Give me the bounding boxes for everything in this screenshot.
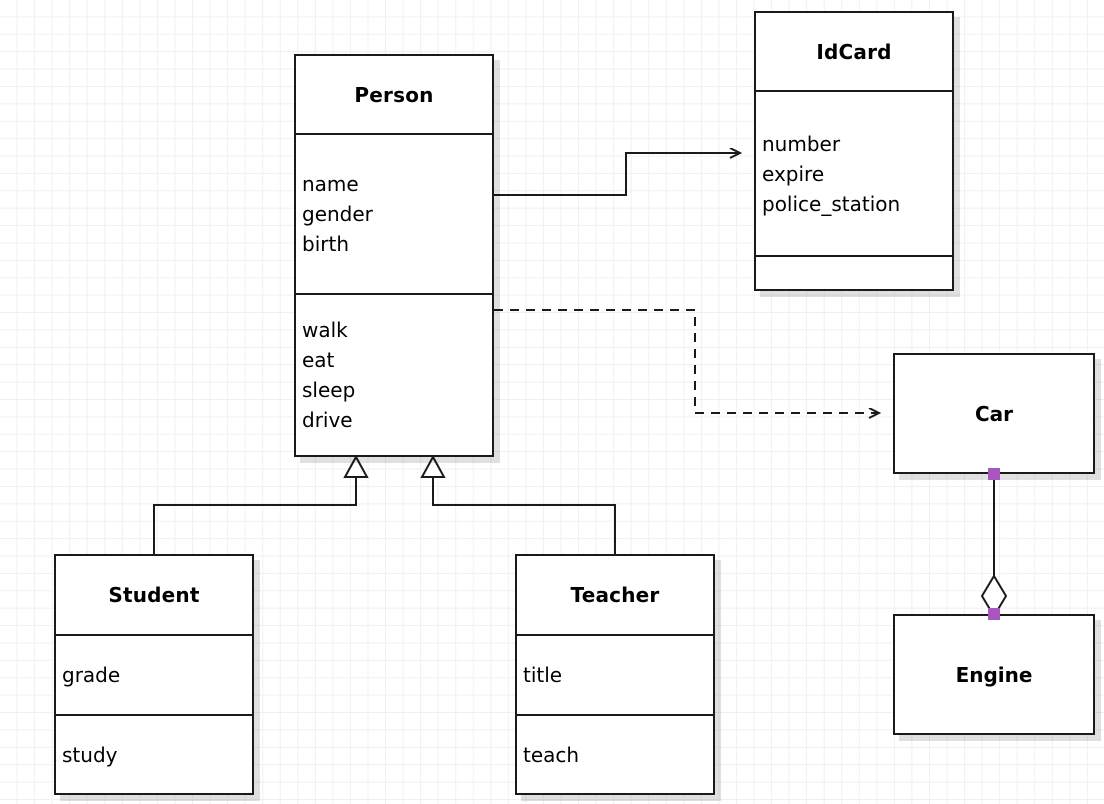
class-box-person[interactable]: Person name gender birth walk eat sleep …: [294, 54, 494, 457]
class-box-car[interactable]: Car: [893, 353, 1095, 474]
class-title-teacher: Teacher: [570, 583, 660, 607]
method-item: sleep: [302, 378, 356, 402]
attribute-item: police_station: [762, 191, 901, 216]
method-item: drive: [302, 408, 353, 432]
selection-handle-car-end[interactable]: [988, 468, 1000, 480]
attribute-item: title: [523, 663, 563, 687]
class-title-person: Person: [354, 82, 434, 107]
class-methods-person: walk eat sleep drive: [296, 293, 492, 455]
edge-car-engine[interactable]: [980, 474, 1008, 618]
class-attributes-person: name gender birth: [296, 133, 492, 293]
attribute-item: name: [302, 172, 359, 196]
class-box-idcard[interactable]: IdCard number expire police_station: [754, 11, 954, 291]
method-item: teach: [523, 742, 580, 767]
method-item: eat: [302, 348, 335, 372]
class-box-student[interactable]: Student grade study: [54, 554, 254, 795]
class-methods-teacher: teach: [517, 714, 713, 793]
class-attributes-idcard: number expire police_station: [756, 90, 952, 255]
attribute-item: expire: [762, 161, 825, 186]
class-box-engine[interactable]: Engine: [893, 614, 1095, 735]
method-item: walk: [302, 318, 348, 342]
attribute-item: number: [762, 131, 841, 156]
class-title-student: Student: [108, 583, 200, 607]
attribute-item: gender: [302, 202, 373, 226]
method-item: study: [62, 742, 118, 767]
edge-teacher-person[interactable]: [420, 454, 616, 554]
edge-person-idcard[interactable]: [494, 153, 740, 196]
class-methods-idcard: [756, 255, 952, 289]
attribute-item: grade: [62, 663, 121, 687]
edge-student-person[interactable]: [153, 454, 369, 554]
class-box-teacher[interactable]: Teacher title teach: [515, 554, 715, 795]
edge-person-car[interactable]: [494, 309, 879, 413]
class-attributes-student: grade: [56, 634, 252, 714]
class-methods-student: study: [56, 714, 252, 793]
class-attributes-teacher: title: [517, 634, 713, 714]
class-title-car: Car: [974, 401, 1014, 426]
class-title-idcard: IdCard: [816, 39, 892, 64]
selection-handle-engine-end[interactable]: [988, 608, 1000, 620]
attribute-item: birth: [302, 232, 349, 256]
class-title-engine: Engine: [955, 662, 1033, 687]
